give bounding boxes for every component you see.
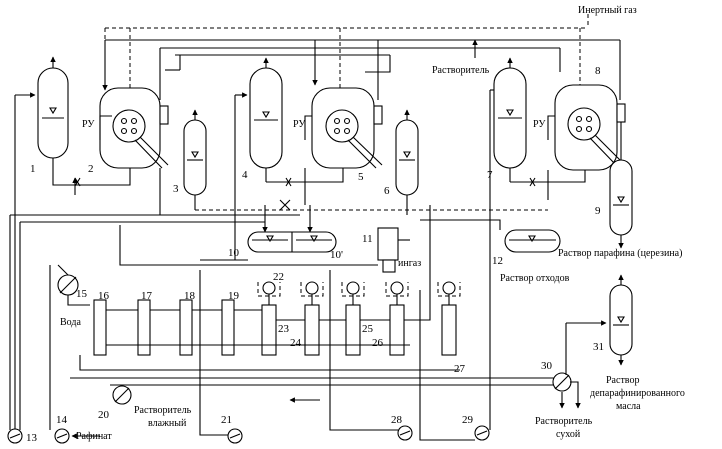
exchanger-16 [93, 299, 107, 356]
label-20: 20 [98, 409, 110, 421]
label-10-prime: 10' [330, 249, 343, 261]
waste-solution-label: Раствор отходов [500, 273, 570, 284]
exchanger-15 [57, 264, 79, 296]
crystallizer-24 [304, 281, 320, 356]
label-16: 16 [98, 290, 110, 302]
label-14: 14 [56, 414, 68, 426]
label-22: 22 [273, 271, 284, 283]
settler-7 [493, 57, 527, 182]
dewaxed-label-2: депарафинированного [590, 388, 685, 399]
label-29: 29 [462, 414, 474, 426]
collector-9 [609, 122, 633, 249]
wet-solvent-label-2: влажный [148, 418, 187, 429]
label-11: 11 [362, 233, 373, 245]
label-24: 24 [290, 337, 302, 349]
pump-29 [474, 425, 490, 441]
label-9: 9 [595, 205, 601, 217]
inert-gas-small-label: ингаз [398, 258, 421, 269]
crystallizer-25 [345, 281, 361, 356]
label-4: 4 [242, 169, 248, 181]
wet-solvent-label-1: Растворитель [134, 405, 192, 416]
label-31: 31 [593, 341, 604, 353]
label-27: 27 [454, 363, 466, 375]
pump-14 [54, 428, 100, 444]
raffinate-label: Рафинат [76, 431, 112, 442]
label-18: 18 [184, 290, 196, 302]
crystallizer-8 [547, 84, 626, 171]
crystallizer-26 [389, 281, 405, 356]
crystallizer-23 [261, 281, 277, 356]
crystallizer-5 [304, 87, 383, 169]
top-header-lines [102, 14, 621, 100]
inert-gas-label: Инертный газ [578, 5, 637, 16]
collector-31 [609, 274, 633, 366]
inert-gas-vessel-11 [377, 227, 410, 273]
paraffin-solution-label: Раствор парафина (церезина) [558, 248, 682, 259]
label-15: 15 [76, 288, 88, 300]
crystallizer-27 [441, 281, 457, 356]
label-13: 13 [26, 432, 38, 444]
dry-solvent-label-1: Растворитель [535, 416, 593, 427]
water-label: Вода [60, 317, 81, 328]
label-10: 10 [228, 247, 240, 259]
label-6: 6 [384, 185, 390, 197]
ru-label-2: РУ [293, 119, 306, 130]
ru-label-1: РУ [82, 119, 95, 130]
label-3: 3 [173, 183, 179, 195]
exchanger-20 [112, 385, 132, 405]
label-26: 26 [372, 337, 384, 349]
label-21: 21 [221, 414, 232, 426]
label-8: 8 [595, 65, 601, 77]
label-5: 5 [358, 171, 364, 183]
collector-6 [395, 109, 419, 215]
label-12: 12 [492, 255, 503, 267]
label-1: 1 [30, 163, 36, 175]
exchanger-19 [221, 299, 235, 356]
exchanger-17 [137, 299, 151, 356]
label-25: 25 [362, 323, 374, 335]
settler-1 [37, 56, 69, 175]
label-28: 28 [391, 414, 403, 426]
dry-solvent-label-2: сухой [556, 429, 581, 440]
exchanger-30 [552, 372, 581, 409]
label-17: 17 [141, 290, 153, 302]
pump-13 [7, 428, 23, 444]
dewaxed-label-1: Раствор [606, 375, 639, 386]
waste-receiver-12 [504, 229, 561, 253]
label-30: 30 [541, 360, 553, 372]
filtrate-receiver-10 [247, 231, 337, 253]
ru-label-3: РУ [533, 119, 546, 130]
dewaxed-label-3: масла [616, 401, 641, 412]
label-2: 2 [88, 163, 94, 175]
pump-28 [397, 425, 413, 441]
settler-4 [249, 57, 283, 182]
exchanger-18 [179, 299, 193, 356]
solvent-top-label: Растворитель [432, 65, 490, 76]
crystallizer-2 [99, 87, 169, 169]
label-23: 23 [278, 323, 290, 335]
pump-21 [227, 428, 243, 444]
label-19: 19 [228, 290, 240, 302]
collector-3 [183, 109, 207, 210]
